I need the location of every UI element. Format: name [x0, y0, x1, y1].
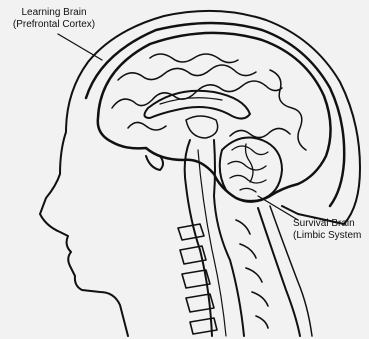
learning-leader [58, 34, 102, 60]
learning-brain-label: Learning Brain (Prefrontal Cortex) [6, 7, 102, 31]
corpus-callosum [144, 91, 250, 119]
survival-leader [258, 196, 298, 220]
vertebrae [178, 220, 268, 334]
learning-brain-subtitle: (Prefrontal Cortex) [6, 19, 102, 31]
survival-brain-label: Survival Brain (Limbic System [293, 218, 361, 242]
pituitary [146, 156, 163, 170]
survival-brain-title: Survival Brain [293, 218, 361, 230]
survival-brain-subtitle: (Limbic System [293, 230, 361, 242]
learning-brain-title: Learning Brain [6, 7, 102, 19]
gyri [112, 54, 306, 150]
